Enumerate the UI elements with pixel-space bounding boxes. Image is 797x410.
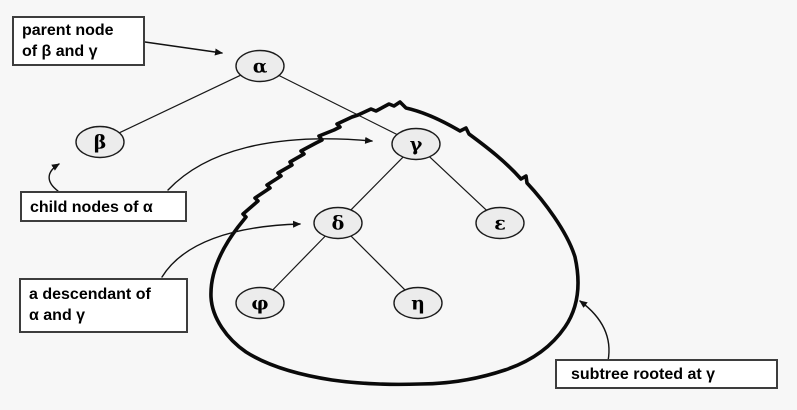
arrow-childbox-to-beta: [48, 163, 60, 192]
node-gamma: γ: [391, 127, 441, 161]
edge-delta-phi: [272, 235, 326, 291]
node-epsilon: ε: [475, 206, 525, 240]
node-eta: η: [393, 286, 443, 320]
arrow-subtreebox-to-loop: [579, 300, 610, 362]
node-alpha: α: [235, 49, 285, 83]
callout-text-line: child nodes of α: [30, 199, 153, 216]
callout-arrows: [48, 41, 610, 362]
node-label-phi: φ: [251, 293, 268, 315]
callout-parent-node: parent node of β and γ: [12, 16, 145, 66]
callout-text-line: parent node: [22, 22, 114, 39]
tree-edges: [119, 74, 487, 291]
node-label-gamma: γ: [410, 134, 423, 156]
node-label-delta: δ: [332, 213, 345, 235]
node-beta: β: [75, 125, 125, 159]
node-label-alpha: α: [253, 56, 268, 78]
node-label-eta: η: [411, 293, 425, 315]
tree-nodes: α β γ δ ε φ η: [75, 49, 525, 320]
edge-delta-eta: [350, 235, 406, 291]
callout-text-line: subtree rooted at γ: [571, 366, 716, 383]
arrow-parentbox-to-alpha: [144, 41, 223, 56]
node-ellipse-alpha: [235, 49, 285, 83]
subtree-loop: [209, 100, 580, 387]
node-delta: δ: [313, 206, 363, 240]
callout-descendant: a descendant of α and γ: [19, 278, 188, 333]
node-ellipse-beta: [75, 125, 125, 159]
callout-text-line: a descendant of: [29, 286, 151, 303]
node-ellipse-eta: [393, 286, 443, 320]
node-phi: φ: [235, 286, 285, 320]
edge-gamma-delta: [350, 156, 404, 211]
callout-text-line: of β and γ: [22, 43, 98, 60]
edge-alpha-gamma: [278, 74, 398, 136]
node-label-beta: β: [94, 132, 107, 154]
node-ellipse-epsilon: [475, 206, 525, 240]
callout-child-nodes: child nodes of α: [20, 191, 187, 222]
node-ellipse-gamma: [391, 127, 441, 161]
arrow-descbox-to-delta: [161, 220, 301, 278]
node-ellipse-phi: [235, 286, 285, 320]
callout-text-line: α and γ: [29, 307, 86, 324]
node-label-epsilon: ε: [494, 213, 506, 235]
callout-subtree: subtree rooted at γ: [555, 359, 778, 389]
edge-gamma-epsilon: [429, 156, 487, 211]
arrow-childbox-to-gamma: [167, 136, 373, 191]
edge-alpha-beta: [119, 74, 241, 134]
node-ellipse-delta: [313, 206, 363, 240]
